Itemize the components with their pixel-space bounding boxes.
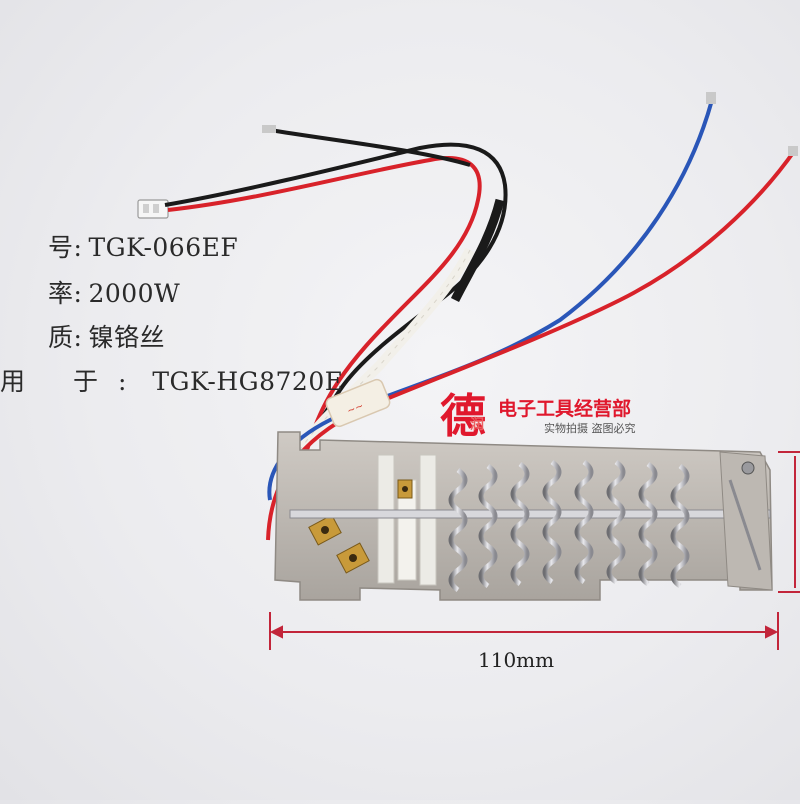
white-sleeve: [295, 247, 475, 453]
watermark-logo-small: 润: [470, 417, 484, 433]
black-wire: [164, 142, 508, 471]
watermark-logo: 德: [440, 389, 486, 443]
watermark-notice: 实物拍摄 盗图必究: [544, 422, 636, 435]
spec-label: 用 于:: [0, 367, 147, 396]
spec-value: TGK-066EF: [88, 233, 239, 262]
spec-value: 2000W: [88, 279, 181, 308]
spec-power: 率:2000W: [48, 274, 180, 310]
nichrome-coils: [448, 459, 690, 593]
dimension-arrows: [269, 451, 800, 650]
dimension-label: 110mm: [478, 648, 555, 672]
spec-list: 号:TGK-066EF 率:2000W 质:镍铬丝 用 于:TGK-HG8720…: [0, 0, 400, 420]
white-wrap-section: [377, 454, 437, 586]
spec-compatible: 用 于:TGK-HG8720E: [0, 362, 343, 398]
end-bracket: [719, 451, 773, 591]
spec-label: 质:: [48, 323, 83, 352]
spec-value: 镍铬丝: [88, 323, 165, 352]
spec-value: TGK-HG8720E: [152, 367, 344, 396]
spec-label: 号:: [48, 233, 83, 262]
steel-rod: [289, 509, 771, 519]
red-wire: [167, 156, 482, 501]
terminal-lugs: [308, 479, 413, 574]
shop-watermark: 德 润 电子工具经营部 实物拍摄 盗图必究: [440, 392, 700, 452]
watermark-shop-name: 电子工具经营部: [498, 398, 632, 420]
spec-material: 质:镍铬丝: [48, 318, 165, 354]
spec-label: 率:: [48, 279, 83, 308]
tape-wrap: [325, 378, 391, 428]
spec-model: 号:TGK-066EF: [48, 228, 238, 264]
